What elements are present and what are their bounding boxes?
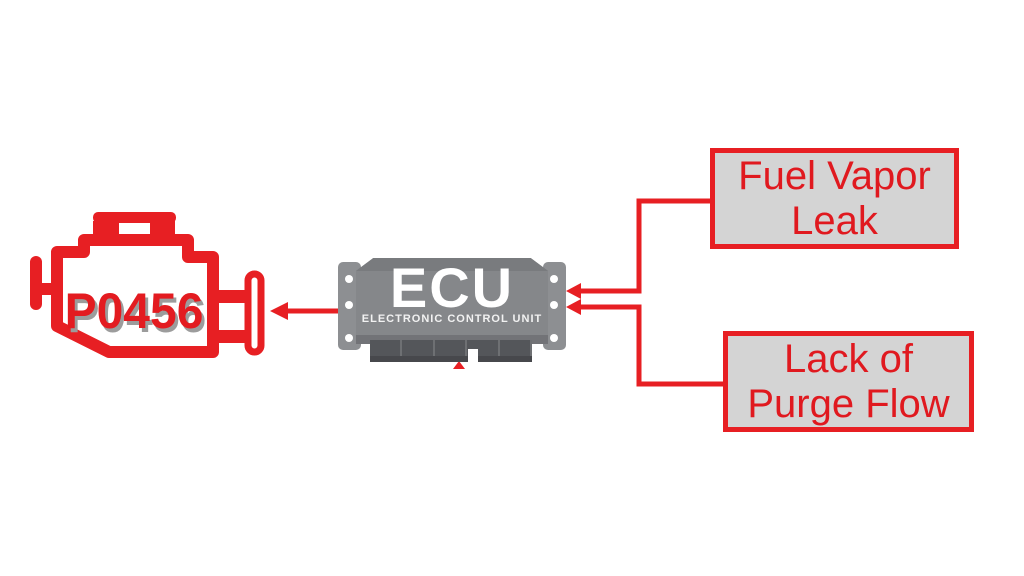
- connector-pin-block: [467, 340, 500, 362]
- mount-hole-icon: [550, 334, 558, 342]
- engine-right-stub-bottom: [207, 330, 250, 343]
- ecu-body: ECU ELECTRONIC CONTROL UNIT: [356, 258, 548, 344]
- ecu-bottom-bevel: [356, 335, 548, 344]
- engine-fan-leg-right: [150, 221, 175, 237]
- ecu-mount-tab-left: [338, 262, 361, 350]
- engine-silhouette: [30, 212, 265, 358]
- connector-purge-flow-to-ecu: [579, 304, 723, 387]
- connector-pin-block: [402, 340, 435, 362]
- cause-label-line: Fuel Vapor: [738, 153, 931, 198]
- cause-label-line: Purge Flow: [747, 381, 950, 426]
- connector-fuel-vapor-to-ecu: [579, 198, 710, 294]
- cause-label-line: Lack of: [784, 336, 913, 381]
- engine-right-capsule: [244, 270, 265, 356]
- cause-box-lack-of-purge-flow: Lack of Purge Flow: [723, 331, 974, 432]
- check-engine-icon: P0456: [20, 200, 270, 375]
- ecu-mount-tab-right: [543, 262, 566, 350]
- mount-hole-icon: [550, 301, 558, 309]
- ecu-unit: ECU ELECTRONIC CONTROL UNIT: [338, 256, 566, 368]
- ecu-title: ECU: [389, 256, 515, 319]
- cause-box-fuel-vapor-leak: Fuel Vapor Leak: [710, 148, 959, 249]
- arrowhead-below-ecu: [453, 361, 465, 369]
- connector-notch: [468, 349, 478, 362]
- mount-hole-icon: [550, 275, 558, 283]
- engine-body: [51, 234, 219, 358]
- dtc-code: P0456: [64, 283, 204, 339]
- engine-fan-bar: [93, 212, 176, 223]
- ecu-top-bevel: [356, 258, 548, 271]
- ecu-subtitle: ELECTRONIC CONTROL UNIT: [361, 313, 543, 325]
- arrowhead-ecu-to-engine: [270, 302, 288, 320]
- connector-bottom-edge: [370, 356, 532, 362]
- arrowhead-fuel-vapor-to-ecu: [566, 283, 581, 299]
- mount-hole-icon: [345, 301, 353, 309]
- engine-fan-leg-left: [93, 221, 119, 237]
- ecu-connector-row: [370, 340, 533, 362]
- connector-pin-block: [435, 340, 468, 362]
- mount-hole-icon: [345, 334, 353, 342]
- connector-pin-block: [370, 340, 403, 362]
- mount-hole-icon: [345, 275, 353, 283]
- arrowhead-purge-flow-to-ecu: [566, 299, 581, 315]
- connector-pin-block: [500, 340, 533, 362]
- engine-right-stub-top: [207, 290, 250, 303]
- cause-label-line: Leak: [791, 198, 878, 243]
